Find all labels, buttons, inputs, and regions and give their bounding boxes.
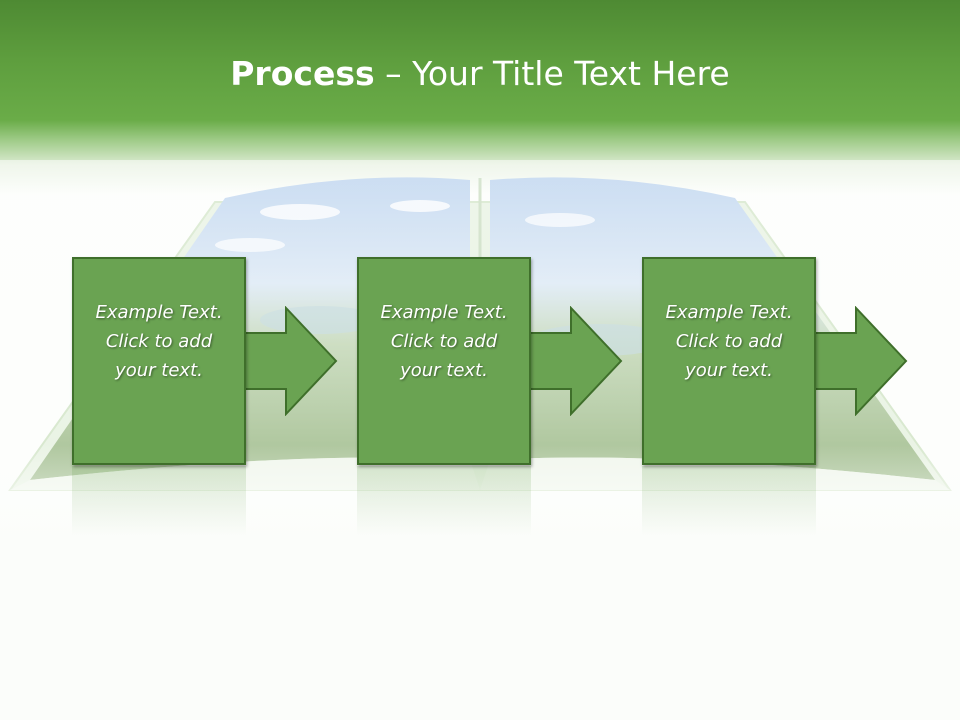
- step-3-box[interactable]: Example Text. Click to add your text.: [642, 257, 816, 465]
- step-2-text[interactable]: Example Text. Click to add your text.: [380, 301, 508, 381]
- step-2-box[interactable]: Example Text. Click to add your text.: [357, 257, 531, 465]
- step-3-text[interactable]: Example Text. Click to add your text.: [665, 301, 793, 381]
- step-1-reflection: [72, 466, 246, 536]
- step-2-reflection: [357, 466, 531, 536]
- step-1-text[interactable]: Example Text. Click to add your text.: [95, 301, 223, 381]
- slide-title[interactable]: Process – Your Title Text Here: [0, 52, 960, 96]
- title-bold: Process: [230, 54, 375, 93]
- step-3-reflection: [642, 466, 816, 536]
- arrow-right-icon: [242, 306, 338, 416]
- arrow-right-icon: [812, 306, 908, 416]
- step-1-box[interactable]: Example Text. Click to add your text.: [72, 257, 246, 465]
- title-rest: – Your Title Text Here: [374, 54, 730, 93]
- arrow-right-icon: [527, 306, 623, 416]
